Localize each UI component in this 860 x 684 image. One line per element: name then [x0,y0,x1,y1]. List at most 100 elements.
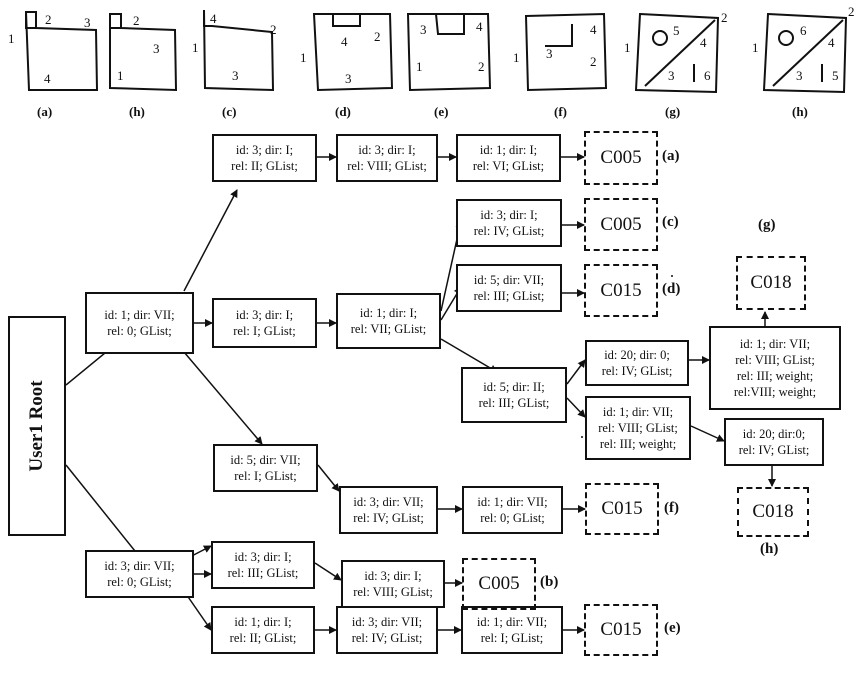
node-a-line2: rel: 0; GList; [107,324,172,338]
leaf-e: C015 [584,604,658,656]
node-e1-line2: rel: II; GList; [229,631,297,645]
node-g-weight: id: 1; dir: VII; rel: VIII; GList; rel: … [709,326,841,410]
node-b-1-line2: rel: III; GList; [227,566,299,580]
sketch-panel-f [524,12,608,92]
node-5-ii: id: 5; dir: II; rel: III; GList; [461,367,567,423]
node-top2: id: 3; dir: I; rel: VIII; GList; [336,134,438,182]
sketch-g-num-3: 3 [668,68,675,83]
node-top2-line2: rel: VIII; GList; [347,159,427,173]
node-b1-line1: id: 3; dir: I; [235,308,294,322]
node-a-line1: id: 1; dir: VII; [104,308,175,322]
node-e2: id: 3; dir: VII; rel: IV; GList; [336,606,438,654]
leaf-c: C005 [584,198,658,251]
sketch-panel-g [634,12,720,94]
sketch-h2-num-3: 3 [796,68,803,83]
node-b1-line2: rel: I; GList; [233,324,296,338]
sketch-f-num-3: 3 [546,46,553,61]
root-node: User1 Root [8,316,66,536]
sketch-g-num-6: 6 [704,68,711,83]
sketch-e-num-3: 3 [420,22,427,37]
sketch-c-num-2: 2 [270,22,277,37]
node-f1-line2: rel: I; GList; [234,469,297,483]
sketch-h2-num-2: 2 [848,4,855,19]
node-20-a: id: 20; dir: 0; rel: IV; GList; [585,340,689,386]
node-c-line1: id: 3; dir: I; [480,208,538,222]
node-e3-line1: id: 1; dir: VII; [476,615,548,629]
sketch-caption-h2: (h) [792,104,808,119]
node-e1: id: 1; dir: I; rel: II; GList; [211,606,315,654]
sketch-g-num-1: 1 [624,40,631,55]
leaf-caption-g: (g) [758,217,776,233]
sketch-d-num-4: 4 [341,34,348,49]
sketch-e-num-4: 4 [476,19,483,34]
sketch-c-num-1: 1 [192,40,199,55]
sketch-h2-num-1: 1 [752,40,759,55]
leaf-caption-c: (c) [662,214,679,230]
root-label: User1 Root [26,380,47,472]
node-e2-line2: rel: IV; GList; [351,631,423,645]
sketch-caption-h1: (h) [129,104,145,119]
sketch-panel-c [203,9,275,92]
sketch-e-num-2: 2 [478,59,485,74]
sketch-a-num-3: 3 [84,15,91,30]
node-f2: id: 3; dir: VII; rel: IV; GList; [339,486,438,534]
node-e3-line2: rel: I; GList; [480,631,544,645]
leaf-caption-e: (e) [664,620,681,636]
node-b-2-line2: rel: VIII; GList; [353,585,433,599]
sketch-panel-d [312,13,394,92]
node-top2-line1: id: 3; dir: I; [358,143,416,157]
leaf-caption-f: (f) [664,500,679,516]
node-g-line4: rel:VIII; weight; [733,385,817,399]
node-20-h-line2: rel: IV; GList; [738,443,810,457]
leaf-d: C015 [584,264,658,317]
node-b-1-line1: id: 3; dir: I; [234,550,292,564]
node-1-h: id: 1; dir: VII; rel: VIII; GList; rel: … [585,396,691,460]
node-b2: id: 1; dir: I; rel: VII; GList; [336,293,441,349]
node-f1: id: 5; dir: VII; rel: I; GList; [213,444,318,492]
node-g-line1: id: 1; dir: VII; [739,337,811,351]
node-b-1: id: 3; dir: I; rel: III; GList; [211,541,315,589]
sketch-h2-num-6: 6 [800,23,807,38]
sketch-f-num-2: 2 [590,54,597,69]
sketch-g-num-4: 4 [700,35,707,50]
sketch-f-num-4: 4 [590,22,597,37]
node-f1-line1: id: 5; dir: VII; [230,453,301,467]
node-e2-line1: id: 3; dir: VII; [351,615,423,629]
node-1-h-line1: id: 1; dir: VII; [602,405,674,419]
leaf-caption-b: (b) [540,574,559,590]
node-5-ii-line1: id: 5; dir: II; [483,380,545,394]
sketch-panel-h2 [762,12,848,94]
node-f3-line1: id: 1; dir: VII; [477,495,548,509]
sketch-e-num-1: 1 [416,59,423,74]
stray-marks [581,275,673,438]
sketch-h2-num-4: 4 [828,35,835,50]
sketch-g-num-5: 5 [673,23,680,38]
sketch-c-num-4: 4 [210,11,217,26]
sketch-a-num-1: 1 [8,31,15,46]
node-top3: id: 1; dir: I; rel: VI; GList; [456,134,561,182]
leaf-caption-a: (a) [662,148,680,164]
sketch-caption-e: (e) [434,104,448,119]
sketch-h1-num-3: 3 [153,41,160,56]
sketch-a-num-2: 2 [45,12,52,27]
node-20-h-line1: id: 20; dir:0; [742,427,806,441]
node-20-a-line2: rel: IV; GList; [601,364,673,378]
sketch-d-num-3: 3 [345,71,352,86]
node-g-line2: rel: VIII; GList; [735,353,815,367]
leaf-a: C005 [584,131,658,185]
tree-edges [65,153,776,634]
sketch-g-num-2: 2 [721,10,728,25]
node-e3: id: 1; dir: VII; rel: I; GList; [461,606,563,654]
sketch-caption-g: (g) [665,104,680,119]
sketch-panel-h1 [109,13,178,92]
node-b-2-line1: id: 3; dir: I; [364,569,422,583]
node-1-h-line3: rel: III; weight; [599,437,677,451]
sketch-d-num-1: 1 [300,50,307,65]
leaf-h: C018 [737,487,809,537]
node-top3-line2: rel: VI; GList; [472,159,545,173]
node-f2-line1: id: 3; dir: VII; [353,495,424,509]
sketch-h1-num-2: 2 [133,13,140,28]
leaf-b: C005 [462,558,536,610]
node-b2-line1: id: 1; dir: I; [359,306,418,320]
